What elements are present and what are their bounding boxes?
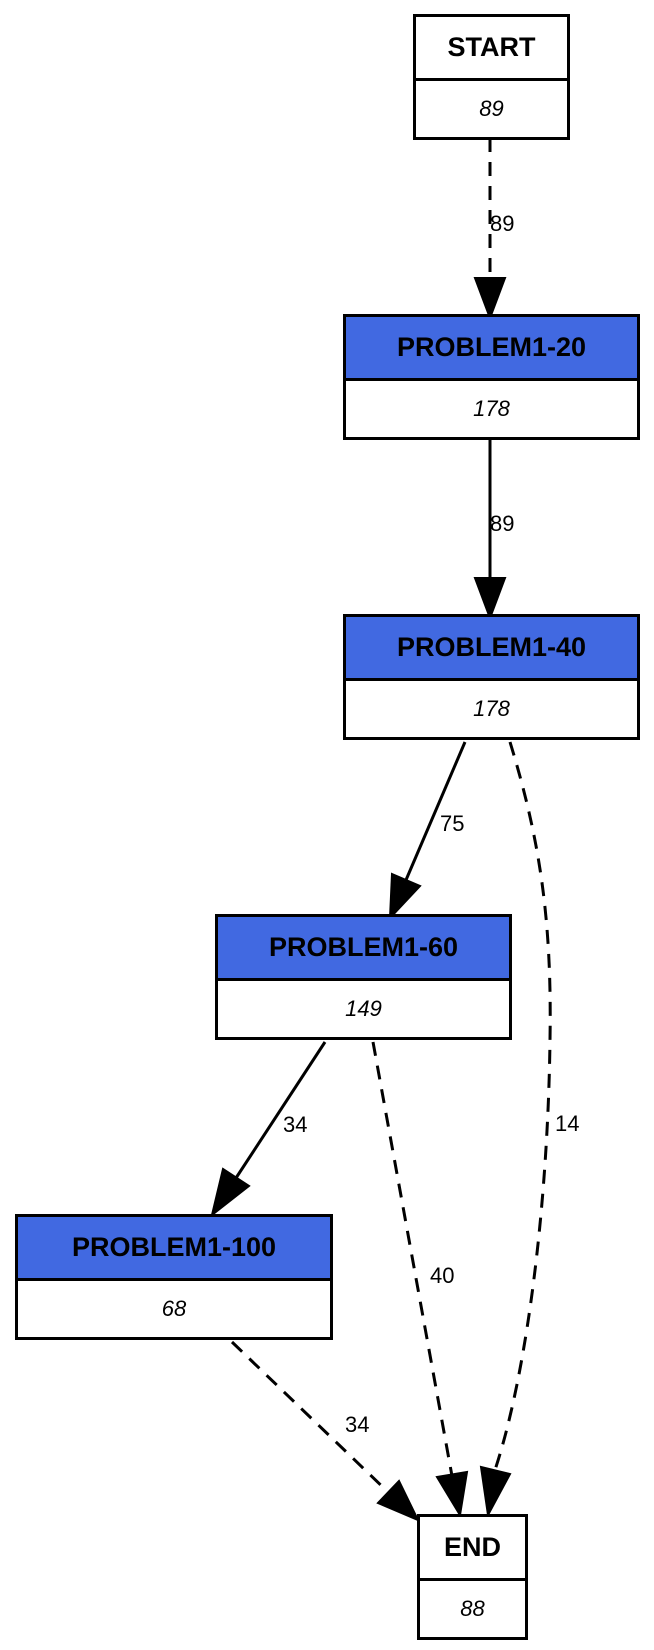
edge-start-to-problem1-20: 89 bbox=[473, 138, 514, 321]
edge-problem1-60-to-problem1-100: 34 bbox=[210, 1041, 327, 1218]
edge-problem1-60-to-end: 40 bbox=[371, 1041, 469, 1518]
node-count: 89 bbox=[479, 96, 504, 121]
node-problem1-20[interactable]: PROBLEM1-20 178 bbox=[343, 314, 640, 440]
edge-label: 75 bbox=[440, 811, 464, 836]
edge-problem1-20-to-problem1-40: 89 bbox=[473, 440, 514, 621]
node-title: PROBLEM1-100 bbox=[18, 1217, 330, 1281]
edge-problem1-100-to-end: 34 bbox=[230, 1340, 421, 1522]
node-count: 68 bbox=[161, 1296, 187, 1321]
node-title: PROBLEM1-20 bbox=[346, 317, 637, 381]
edge-problem1-40-to-problem1-60: 75 bbox=[388, 741, 467, 921]
node-count: 178 bbox=[473, 396, 510, 421]
node-end[interactable]: END 88 bbox=[417, 1514, 528, 1640]
node-count: 149 bbox=[345, 996, 382, 1021]
edge-label: 89 bbox=[490, 211, 514, 236]
node-problem1-60[interactable]: PROBLEM1-60 149 bbox=[215, 914, 512, 1040]
node-problem1-100[interactable]: PROBLEM1-100 68 bbox=[15, 1214, 333, 1340]
node-count: 178 bbox=[473, 696, 510, 721]
node-title: PROBLEM1-40 bbox=[346, 617, 637, 681]
edge-label: 89 bbox=[490, 511, 514, 536]
node-problem1-40[interactable]: PROBLEM1-40 178 bbox=[343, 614, 640, 740]
node-start[interactable]: START 89 bbox=[413, 14, 570, 140]
node-title: END bbox=[420, 1517, 525, 1581]
edge-problem1-40-to-end: 14 bbox=[479, 741, 579, 1519]
node-title: START bbox=[416, 17, 567, 81]
node-title: PROBLEM1-60 bbox=[218, 917, 509, 981]
edge-label: 34 bbox=[345, 1412, 369, 1437]
edge-label: 14 bbox=[555, 1111, 579, 1136]
edge-label: 34 bbox=[283, 1112, 307, 1137]
edge-label: 40 bbox=[430, 1263, 454, 1288]
node-count: 88 bbox=[460, 1596, 485, 1621]
